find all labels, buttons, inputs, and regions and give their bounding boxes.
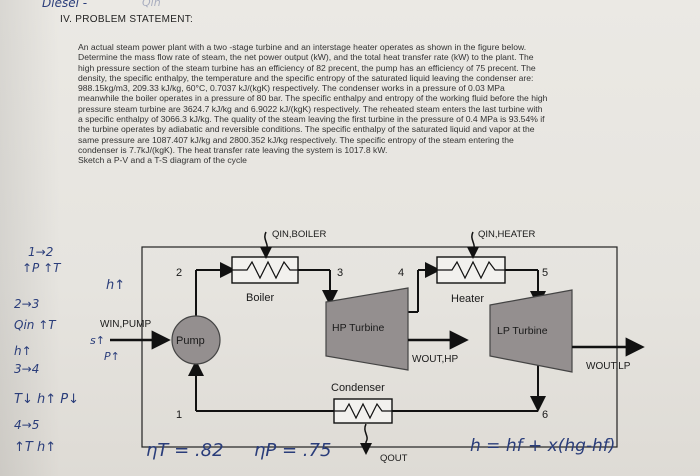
problem-heading: IV. PROBLEM STATEMENT: [60, 14, 194, 25]
margin-note-st: s↑ [90, 334, 105, 347]
page-shadow [0, 0, 60, 476]
problem-line: high pressure section of the steam turbi… [78, 62, 536, 73]
condenser-label: Condenser [331, 382, 385, 394]
heater-label: Heater [451, 293, 484, 305]
q-in-boiler-label: QIN,BOILER [272, 229, 327, 240]
problem-line: same pressure are 1087.407 kJ/kg and 280… [78, 134, 514, 145]
margin-note: h↑ [106, 278, 126, 293]
q-in-heater-arrow [467, 231, 479, 259]
problem-line: the turbine operates by adiabatic and re… [78, 124, 535, 135]
hp-turbine-shape [325, 287, 409, 371]
handwritten-note-top: Diesel - [42, 0, 88, 10]
margin-note: T↓ h↑ P↓ [14, 392, 79, 407]
margin-note: 4→5 [14, 418, 40, 432]
margin-note: Qin ↑T [14, 318, 56, 332]
margin-note: ↑T h↑ [14, 440, 57, 455]
problem-line: meanwhile the boiler operates in a press… [78, 93, 548, 104]
problem-line: pressure steam turbine are 3624.7 kJ/kg … [78, 103, 543, 114]
state-3: 3 [337, 267, 343, 279]
state-1: 1 [176, 409, 182, 421]
problem-line: 988.15kg/m3, 209.33 kJ/kg, 60°C, 0.7037 … [78, 83, 505, 94]
q-in-boiler-arrow [260, 231, 272, 259]
margin-note-pt: P↑ [104, 350, 120, 363]
state-6: 6 [542, 409, 548, 421]
condenser-coil [334, 402, 392, 420]
problem-line: a specific enthalpy of 3066.3 kJ/kg. The… [78, 114, 545, 125]
state-4: 4 [398, 267, 404, 279]
heater-coil [437, 260, 505, 280]
state-2: 2 [176, 267, 182, 279]
problem-line: density, the specific enthalpy, the temp… [78, 72, 534, 83]
q-in-heater-label: QIN,HEATER [478, 229, 535, 240]
pump-shape [171, 315, 221, 365]
lp-turbine-shape [489, 289, 573, 373]
w-in-pump-label: WIN,PUMP [100, 319, 151, 330]
q-out-label: QOUT [380, 453, 408, 464]
boiler-label: Boiler [246, 292, 274, 304]
q-out-arrow [360, 423, 372, 455]
hp-turbine-label: HP Turbine [332, 322, 384, 334]
problem-line: condenser is 7.7kJ/(kgK). The heat trans… [78, 144, 388, 155]
boiler-coil [232, 260, 298, 280]
pump-label: Pump [176, 335, 205, 347]
problem-line: Sketch a P-V and a T-S diagram of the cy… [78, 155, 247, 166]
lp-turbine-label: LP Turbine [497, 325, 548, 337]
state-5: 5 [542, 267, 548, 279]
problem-statement: An actual steam power plant with a two -… [78, 42, 656, 166]
w-out-lp-label: WOUT,LP [586, 361, 631, 372]
pump-efficiency-note: ηP = .75 [254, 440, 332, 461]
margin-note: ↑P ↑T [22, 261, 61, 275]
turbine-efficiency-note: ηT = .82 [146, 440, 224, 461]
margin-note: 2→3 [14, 297, 40, 311]
handwritten-faded-note: Qin [142, 0, 161, 9]
problem-line: Determine the mass flow rate of steam, t… [78, 52, 534, 63]
margin-note: 3→4 [14, 362, 40, 376]
margin-note: 1→2 [28, 245, 54, 259]
quality-formula-note: h = hf + x(hg-hf) [470, 436, 616, 456]
margin-note: h↑ [14, 344, 32, 358]
w-out-hp-label: WOUT,HP [412, 354, 458, 365]
problem-line: An actual steam power plant with a two -… [78, 42, 527, 52]
